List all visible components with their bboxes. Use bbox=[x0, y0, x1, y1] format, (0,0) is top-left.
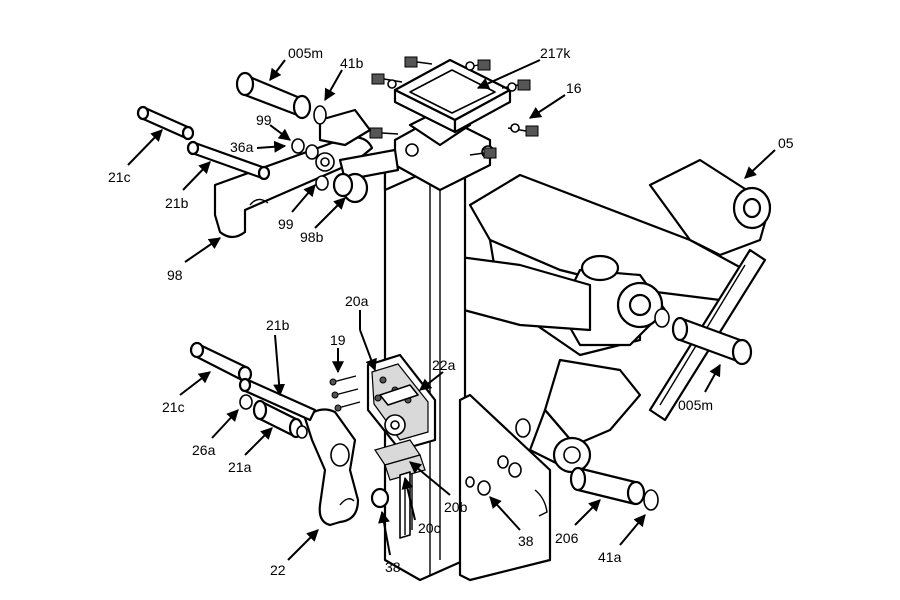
callout-16: 16 bbox=[566, 80, 582, 96]
callout-38-bottom: 38 bbox=[385, 559, 401, 575]
pin-005m-top bbox=[235, 71, 327, 125]
callout-005m-right: 005m bbox=[678, 397, 713, 413]
pin-21a bbox=[252, 399, 304, 439]
callout-99-a: 99 bbox=[256, 112, 272, 128]
latch-plate-20a bbox=[366, 353, 437, 452]
washer-26a bbox=[239, 394, 253, 410]
roller-98b bbox=[332, 172, 369, 204]
top-plate-217k bbox=[393, 58, 512, 134]
pin-206 bbox=[569, 466, 646, 506]
callout-005m-top: 005m bbox=[288, 45, 323, 61]
callout-38-right: 38 bbox=[518, 533, 534, 549]
latch-22 bbox=[303, 408, 360, 527]
callout-21b-mid: 21b bbox=[266, 317, 290, 333]
bushings-38-right bbox=[465, 476, 491, 496]
leader-arrows bbox=[127, 59, 776, 561]
ring-41a bbox=[643, 489, 659, 511]
callout-41a: 41a bbox=[598, 549, 622, 565]
callout-22a: 22a bbox=[432, 357, 456, 373]
callout-20a: 20a bbox=[345, 293, 369, 309]
callout-98: 98 bbox=[167, 267, 183, 283]
callout-05: 05 bbox=[778, 135, 794, 151]
pin-21b-top bbox=[186, 140, 271, 181]
pin-005m-right bbox=[671, 316, 753, 366]
callout-labels: 005m 41b 217k 16 21c 99 36a 21b 99 98b 9… bbox=[108, 45, 794, 578]
callout-22: 22 bbox=[270, 562, 286, 578]
screws-19 bbox=[329, 375, 361, 412]
callout-99-b: 99 bbox=[278, 216, 294, 232]
callout-98b: 98b bbox=[300, 229, 324, 245]
main-arm-05 bbox=[443, 158, 772, 474]
callout-21c-mid: 21c bbox=[162, 399, 185, 415]
washers-99-36a bbox=[291, 138, 329, 191]
pin-21c-mid bbox=[189, 341, 253, 383]
callout-21a: 21a bbox=[228, 459, 252, 475]
callout-26a: 26a bbox=[192, 442, 216, 458]
callout-20c: 20c bbox=[418, 520, 441, 536]
callout-206: 206 bbox=[555, 530, 579, 546]
pin-21c-top bbox=[136, 105, 195, 141]
callout-36a: 36a bbox=[230, 139, 254, 155]
callout-21b-top: 21b bbox=[165, 195, 189, 211]
pin-21b-mid bbox=[238, 377, 317, 422]
callout-41b: 41b bbox=[340, 55, 364, 71]
callout-21c-top: 21c bbox=[108, 169, 131, 185]
upper-link-98 bbox=[213, 108, 400, 239]
callout-217k: 217k bbox=[540, 45, 571, 61]
washer-small-a bbox=[296, 425, 308, 439]
bushing-38-bottom bbox=[370, 487, 390, 509]
callout-19: 19 bbox=[330, 332, 346, 348]
bolts-16 bbox=[369, 56, 539, 159]
callout-20b: 20b bbox=[444, 499, 468, 515]
